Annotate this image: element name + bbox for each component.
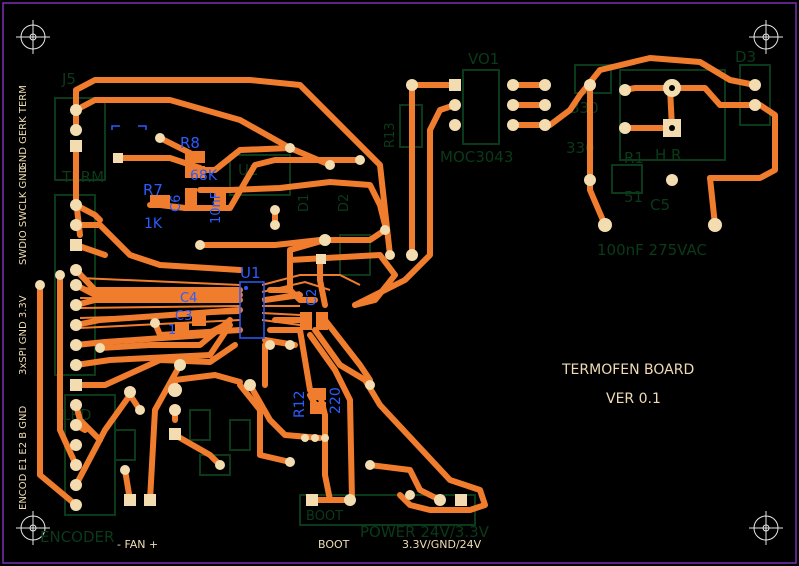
faded-power: POWER 24V/3.3V (360, 523, 490, 541)
faded-c5-value: 100nF 275VAC (597, 241, 707, 259)
label-spi: 3xSPI GND 3.3V (18, 295, 29, 375)
faded-boot: BOOT (306, 509, 343, 524)
faded-d3: D3 (735, 48, 756, 66)
r12-label: R12 (292, 390, 308, 418)
r8-value: 68K (190, 168, 218, 184)
c6-label: C6 (169, 195, 184, 212)
drill-holes (669, 85, 675, 131)
smd-components: R8 68K R7 1K C6 10nF C4 C3 1 C2 R12 220 (111, 125, 344, 418)
label-enc: ENCOD E1 E2 B GND (18, 405, 29, 510)
faded-labels: VO1 MOC3043 330 330 R1 51 C5 100nF 275VA… (40, 48, 756, 546)
faded-j5: J5 (61, 70, 76, 88)
faded-r1-value: 51 (624, 188, 643, 206)
faded-hr: H R (655, 146, 681, 164)
c2-label: C2 (305, 289, 320, 306)
c1-value: 1 (168, 323, 176, 338)
label-swd: SWDIO SWCLK GND (18, 165, 29, 265)
version-text: VER 0.1 (606, 391, 661, 407)
faded-vo1: VO1 (468, 50, 499, 68)
r7-value: 1K (144, 216, 163, 232)
faded-encoder: ENCODER (40, 528, 114, 546)
faded-c5: C5 (650, 196, 670, 214)
mounting-hole-br (749, 511, 783, 545)
mounting-hole-tr (749, 20, 783, 54)
label-term: GND GERK TERM (18, 85, 29, 170)
pads (35, 79, 761, 511)
faded-r1: R1 (624, 149, 644, 167)
u1-label: U1 (240, 264, 261, 282)
r7-label: R7 (143, 181, 163, 199)
faded-d1: D1 (297, 194, 312, 212)
label-boot: BOOT (318, 538, 350, 551)
faded-d2: D2 (337, 194, 352, 212)
mcu-bus (79, 274, 361, 329)
label-fan: - FAN + (117, 538, 158, 551)
mounting-hole-bl (16, 511, 50, 545)
r12-value: 220 (328, 387, 344, 414)
c6-value: 10nF (209, 192, 224, 224)
pad-square (70, 140, 82, 152)
faded-moc: MOC3043 (440, 148, 513, 166)
r8-label: R8 (180, 134, 200, 152)
board-title: TERMOFEN BOARD VER 0.1 (561, 362, 694, 407)
c3-label: C3 (175, 309, 192, 324)
c4-label: C4 (180, 291, 197, 306)
mounting-hole-tl (16, 20, 50, 54)
faded-r13: R13 (383, 122, 398, 148)
label-power: 3.3V/GND/24V (402, 538, 482, 551)
faded-term: TERM (61, 168, 104, 186)
title-text: TERMOFEN BOARD (561, 362, 694, 378)
u1-mcu: U1 (239, 264, 265, 339)
left-labels: GND GERK TERM SWDIO SWCLK GND 3xSPI GND … (18, 85, 29, 510)
bottom-labels: - FAN + BOOT 3.3V/GND/24V (117, 538, 482, 551)
